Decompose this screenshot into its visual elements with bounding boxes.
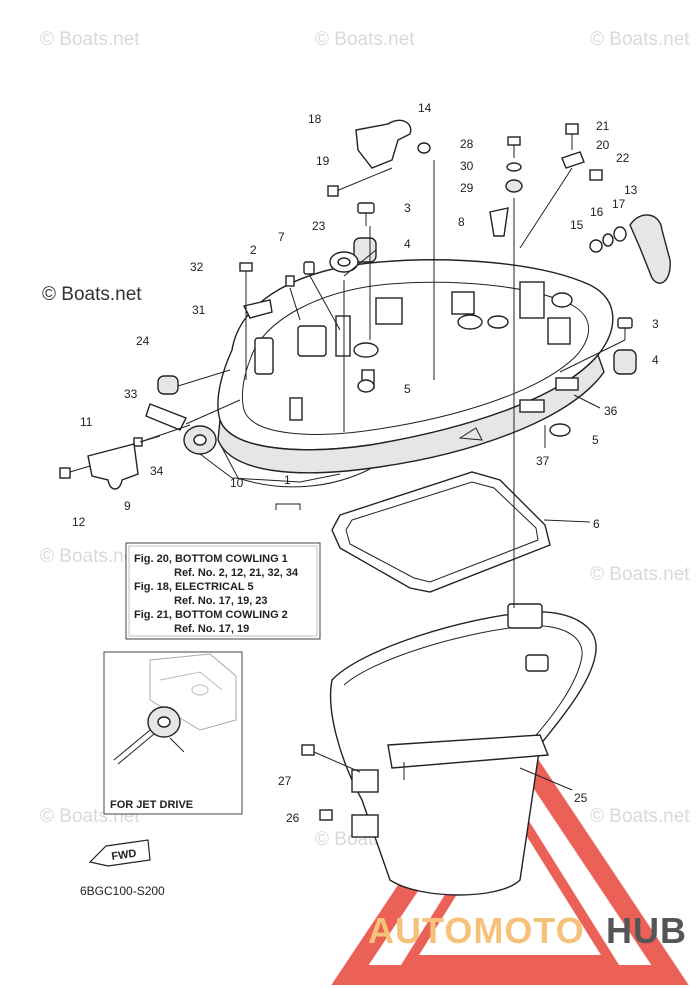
reference-line: Fig. 21, BOTTOM COWLING 2: [134, 609, 288, 621]
callout-29: 29: [460, 181, 474, 195]
callout-33: 33: [124, 387, 138, 401]
callout-37: 37: [536, 454, 550, 468]
leader-lines: [139, 160, 626, 791]
callout-36: 36: [604, 404, 618, 418]
watermark-layer: © Boats.net © Boats.net © Boats.net © Bo…: [40, 29, 690, 850]
callout-17: 17: [612, 197, 626, 211]
reference-line: Ref. No. 17, 19: [174, 623, 249, 635]
callout-32: 32: [190, 260, 204, 274]
brand-logo: AUTOMOTO HUB: [368, 910, 687, 951]
brand-text-part1: AUTOMOTO: [368, 910, 585, 951]
callout-1: 1: [284, 473, 291, 487]
callout-16: 16: [590, 205, 604, 219]
callout-22: 22: [616, 151, 630, 165]
feature-watermark: © Boats.net: [42, 284, 142, 305]
watermark: © Boats.net: [590, 29, 690, 50]
brand-text-part2: HUB: [606, 910, 687, 951]
watermark: © Boats.net: [40, 29, 140, 50]
fwd-arrow: FWD: [88, 839, 151, 867]
callout-6: 6: [593, 517, 600, 531]
watermark: © Boats.net: [590, 806, 690, 827]
fwd-label: FWD: [111, 848, 138, 863]
bottom-cowling-tray: [217, 259, 614, 488]
callout-14: 14: [418, 101, 432, 115]
callout-4: 4: [652, 353, 659, 367]
callout-20: 20: [596, 138, 610, 152]
watermark: © Boats.net: [40, 546, 140, 567]
callout-24: 24: [136, 334, 150, 348]
callout-4: 4: [404, 237, 411, 251]
callout-9: 9: [124, 499, 131, 513]
callout-30: 30: [460, 159, 474, 173]
jet-drive-inset: FOR JET DRIVE: [103, 651, 243, 815]
small-parts: [59, 119, 671, 821]
reference-box: Fig. 20, BOTTOM COWLING 1 Ref. No. 2, 12…: [125, 542, 321, 640]
callout-3: 3: [404, 201, 411, 215]
watermark: © Boats.net: [315, 29, 415, 50]
callout-7: 7: [278, 230, 285, 244]
callout-3: 3: [652, 317, 659, 331]
reference-line: Ref. No. 17, 19, 23: [174, 595, 268, 607]
callout-8: 8: [458, 215, 465, 229]
callout-26: 26: [286, 811, 300, 825]
watermark: © Boats.net: [590, 564, 690, 585]
callout-28: 28: [460, 137, 474, 151]
diagram-code: 6BGC100-S200: [80, 884, 165, 898]
callout-5: 5: [592, 433, 599, 447]
callout-31: 31: [192, 303, 206, 317]
callout-23: 23: [312, 219, 326, 233]
callout-10: 10: [230, 476, 244, 490]
callout-19: 19: [316, 154, 330, 168]
callout-21: 21: [596, 119, 610, 133]
callout-11: 11: [80, 415, 93, 429]
reference-line: Fig. 20, BOTTOM COWLING 1: [134, 553, 288, 565]
callout-18: 18: [308, 112, 322, 126]
callout-5: 5: [404, 382, 411, 396]
callout-12: 12: [72, 515, 86, 529]
callout-34: 34: [150, 464, 164, 478]
callout-2: 2: [250, 243, 257, 257]
reference-line: Ref. No. 2, 12, 21, 32, 34: [174, 567, 299, 579]
callout-13: 13: [624, 183, 638, 197]
callout-25: 25: [574, 791, 588, 805]
lower-cover: [329, 603, 597, 896]
inset-label: FOR JET DRIVE: [110, 799, 193, 811]
cowling-seal-gasket: [331, 471, 551, 593]
callout-15: 15: [570, 218, 584, 232]
reference-line: Fig. 18, ELECTRICAL 5: [134, 581, 254, 593]
callout-27: 27: [278, 774, 292, 788]
